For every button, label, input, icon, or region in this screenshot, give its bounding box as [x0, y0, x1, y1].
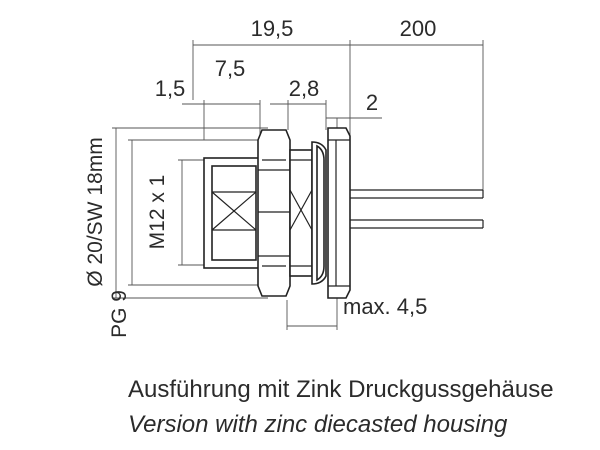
- dim-diameter: Ø 20/SW 18mm: [84, 137, 107, 286]
- dim-gap: 2: [366, 90, 378, 115]
- caption-english: Version with zinc diecasted housing: [128, 411, 508, 438]
- dimension-lines: [112, 44, 483, 327]
- dim-thread-length: 7,5: [215, 56, 246, 81]
- dim-nut-width: 2,8: [289, 76, 320, 101]
- dim-overall: 19,5: [251, 16, 294, 41]
- dim-cable: 200: [400, 16, 437, 41]
- caption-german: Ausführung mit Zink Druckgussgehäuse: [128, 376, 554, 403]
- dim-thread: M12 x 1: [146, 175, 169, 250]
- dim-gland: PG 9: [108, 290, 131, 338]
- dim-front-offset: 1,5: [155, 76, 186, 101]
- dim-panel: max. 4,5: [343, 294, 427, 319]
- connector-drawing: [203, 127, 484, 299]
